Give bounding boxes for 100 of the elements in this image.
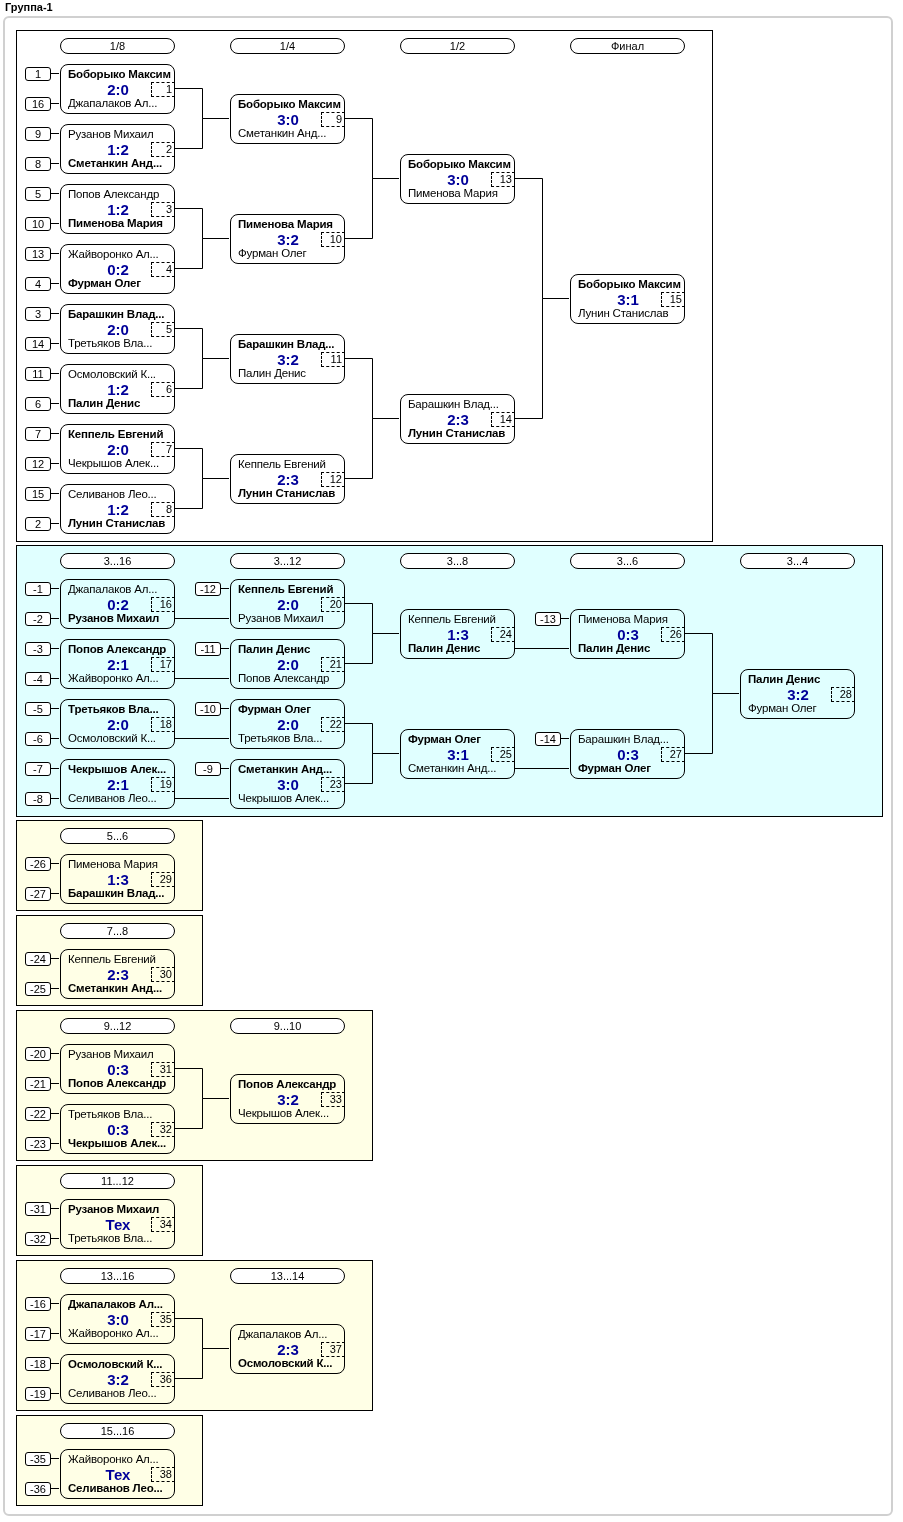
seed-number: 2 — [25, 517, 51, 531]
match-card — [740, 669, 855, 719]
match-card — [230, 639, 345, 689]
player-name: Палин Денис — [238, 642, 311, 656]
bracket-panel — [16, 820, 203, 911]
bracket-line — [49, 1303, 60, 1304]
seed-number: -24 — [25, 952, 51, 966]
seed-number: -12 — [195, 582, 221, 596]
match-score: 1:2 — [106, 141, 130, 158]
player-name: Рузанов Михаил — [238, 611, 324, 625]
match-card — [60, 364, 175, 414]
round-header: 5...6 — [60, 828, 175, 844]
player-name: Кеппель Евгений — [238, 582, 334, 596]
seed-number: 10 — [25, 217, 51, 231]
page-title: Группа-1 — [5, 1, 53, 13]
bracket-line — [49, 103, 60, 104]
match-number: 2 — [151, 142, 175, 157]
bracket-line — [219, 648, 230, 649]
player-name: Осмоловский К... — [238, 1356, 333, 1370]
match-number: 36 — [151, 1372, 175, 1387]
match-card — [570, 609, 685, 659]
player-name: Сметанкин Анд... — [68, 156, 162, 170]
match-score: 2:0 — [276, 596, 300, 613]
seed-number: -25 — [25, 982, 51, 996]
match-card — [60, 854, 175, 904]
player-name: Сметанкин Анд... — [408, 761, 497, 775]
player-name: Джапалаков Ал... — [238, 1327, 328, 1341]
bracket-panel — [16, 545, 883, 817]
match-number: 21 — [321, 657, 345, 672]
match-number: 34 — [151, 1217, 175, 1232]
bracket-line — [343, 418, 400, 479]
round-header: 9...12 — [60, 1018, 175, 1034]
bracket-line — [49, 253, 60, 254]
player-name: Жайворонко Ал... — [68, 671, 159, 685]
match-score: 3:2 — [786, 686, 810, 703]
match-card — [60, 1354, 175, 1404]
bracket-line — [49, 648, 60, 649]
match-number: 37 — [321, 1342, 345, 1357]
seed-number: 5 — [25, 187, 51, 201]
match-number: 33 — [321, 1092, 345, 1107]
player-name: Чекрышов Алек... — [68, 456, 159, 470]
match-card — [230, 579, 345, 629]
match-score: 2:3 — [276, 1341, 300, 1358]
bracket-line — [49, 523, 60, 524]
player-name: Попов Александр — [238, 671, 330, 685]
match-score: 1:3 — [106, 871, 130, 888]
match-number: 5 — [151, 322, 175, 337]
bracket-line — [49, 73, 60, 74]
bracket-line — [173, 478, 230, 509]
bracket-line — [49, 1393, 60, 1394]
bracket-panel — [16, 1260, 373, 1411]
seed-number: -7 — [25, 762, 51, 776]
match-score: 2:3 — [446, 411, 470, 428]
bracket-line — [49, 1333, 60, 1334]
match-number: 35 — [151, 1312, 175, 1327]
player-name: Селиванов Лео... — [68, 1386, 157, 1400]
match-number: 10 — [321, 232, 345, 247]
seed-number: 13 — [25, 247, 51, 261]
round-header: 1/2 — [400, 38, 515, 54]
match-score: 1:2 — [106, 381, 130, 398]
player-name: Боборыко Максим — [238, 97, 341, 111]
match-card — [60, 699, 175, 749]
player-name: Пименова Мария — [408, 186, 498, 200]
bracket-line — [343, 178, 400, 239]
player-name: Рузанов Михаил — [68, 127, 154, 141]
bracket-line — [559, 618, 570, 619]
bracket-line — [513, 648, 570, 649]
match-score: 2:0 — [106, 441, 130, 458]
match-score: 2:0 — [276, 716, 300, 733]
match-number: 6 — [151, 382, 175, 397]
match-card — [60, 1104, 175, 1154]
match-number: 19 — [151, 777, 175, 792]
seed-number: 9 — [25, 127, 51, 141]
seed-number: 4 — [25, 277, 51, 291]
bracket-line — [49, 893, 60, 894]
match-card — [230, 1324, 345, 1374]
player-name: Сметанкин Анд... — [238, 126, 327, 140]
match-number: 9 — [321, 112, 345, 127]
seed-number: -2 — [25, 612, 51, 626]
player-name: Жайворонко Ал... — [68, 247, 159, 261]
seed-number: -14 — [535, 732, 561, 746]
bracket-line — [49, 768, 60, 769]
seed-number: -9 — [195, 762, 221, 776]
bracket-line — [49, 1113, 60, 1114]
match-score: 2:0 — [106, 81, 130, 98]
bracket-line — [173, 738, 230, 739]
player-name: Третьяков Вла... — [68, 1107, 153, 1121]
player-name: Жайворонко Ал... — [68, 1452, 159, 1466]
match-score: 1:3 — [446, 626, 470, 643]
seed-number: 16 — [25, 97, 51, 111]
match-score: 2:0 — [276, 656, 300, 673]
player-name: Кеппель Евгений — [238, 457, 326, 471]
match-score: 2:3 — [106, 966, 130, 983]
player-name: Рузанов Михаил — [68, 1047, 154, 1061]
round-header: 13...14 — [230, 1268, 345, 1284]
player-name: Палин Денис — [238, 366, 306, 380]
bracket-line — [219, 588, 230, 589]
bracket-line — [173, 118, 230, 149]
match-number: 32 — [151, 1122, 175, 1137]
player-name: Третьяков Вла... — [68, 702, 159, 716]
